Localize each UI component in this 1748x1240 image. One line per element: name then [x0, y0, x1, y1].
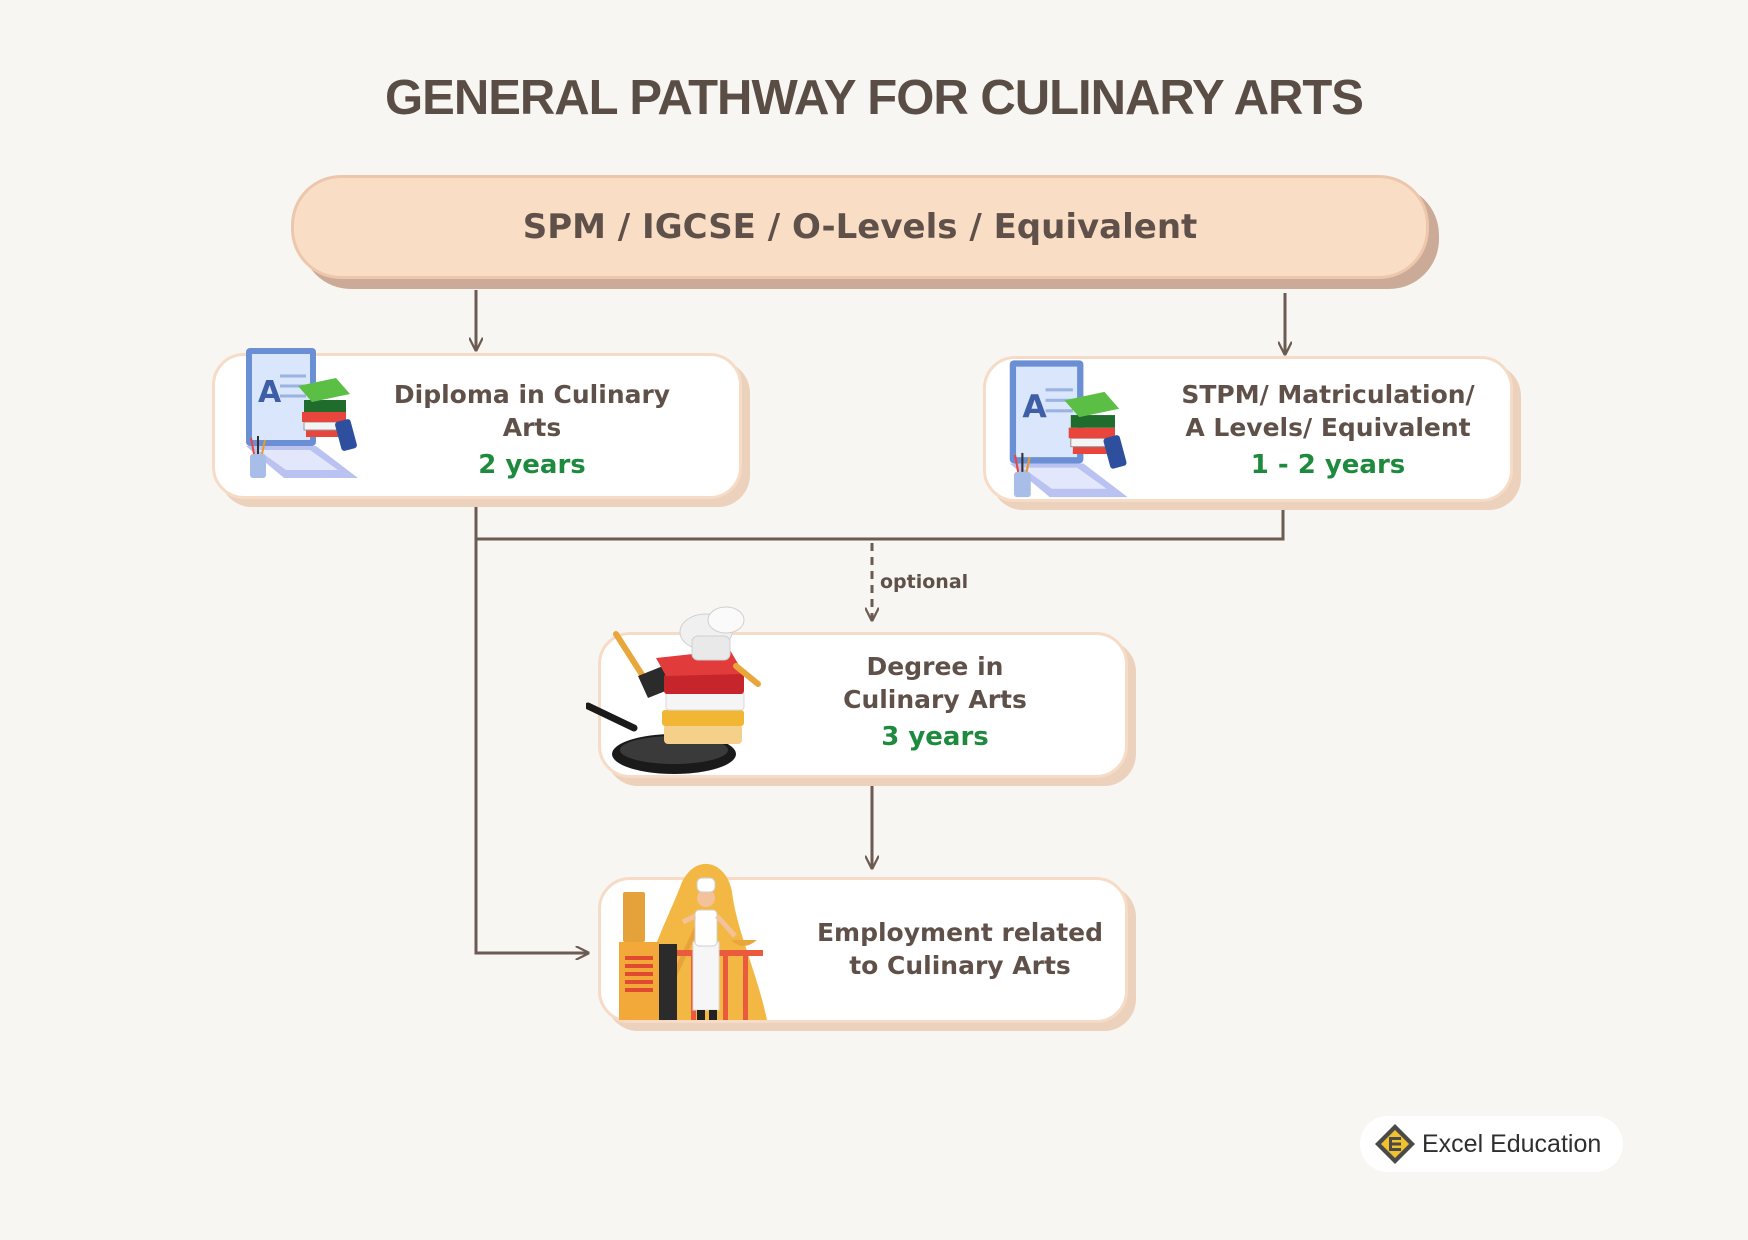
laptop-books-icon: A: [246, 348, 358, 478]
page-title: GENERAL PATHWAY FOR CULINARY ARTS: [385, 71, 1364, 125]
employment-title-line2: to Culinary Arts: [849, 951, 1071, 980]
optional-label: optional: [880, 571, 969, 593]
entry-qualification-label: SPM / IGCSE / O-Levels / Equivalent: [522, 207, 1198, 247]
diploma-title-line2: Arts: [502, 413, 562, 442]
degree-title-line2: Culinary Arts: [843, 685, 1027, 714]
chef-cooking-icon: [619, 863, 767, 1021]
chef-hat-cookbooks-pan-icon: [586, 606, 761, 774]
preu-title-line2: A Levels/ Equivalent: [1185, 413, 1471, 442]
line-merge: [476, 510, 1285, 541]
diploma-duration: 2 years: [478, 450, 586, 480]
preu-title-line1: STPM/ Matriculation/: [1181, 380, 1475, 409]
degree-title-line1: Degree in: [866, 652, 1004, 681]
diploma-text: Diploma in Culinary Arts 2 years: [382, 378, 682, 482]
degree-text: Degree in Culinary Arts 3 years: [790, 650, 1080, 754]
laptop-books-icon: A: [1009, 360, 1128, 498]
excel-education-logo-icon: [1375, 1124, 1415, 1164]
brand-name: Excel Education: [1422, 1129, 1602, 1158]
entry-qualification-box: SPM / IGCSE / O-Levels / Equivalent: [291, 175, 1429, 279]
employment-text: Employment related to Culinary Arts: [810, 916, 1110, 982]
svg-text:A: A: [1022, 389, 1047, 425]
brand-logo: Excel Education: [1360, 1116, 1623, 1172]
employment-title-line1: Employment related: [816, 918, 1104, 947]
diploma-title-line1: Diploma in Culinary: [393, 380, 671, 409]
svg-text:A: A: [258, 375, 282, 410]
degree-duration: 3 years: [881, 722, 989, 752]
line-diploma-to-employment: [474, 505, 588, 953]
preu-duration: 1 - 2 years: [1250, 450, 1406, 480]
preu-text: STPM/ Matriculation/ A Levels/ Equivalen…: [1165, 378, 1491, 482]
